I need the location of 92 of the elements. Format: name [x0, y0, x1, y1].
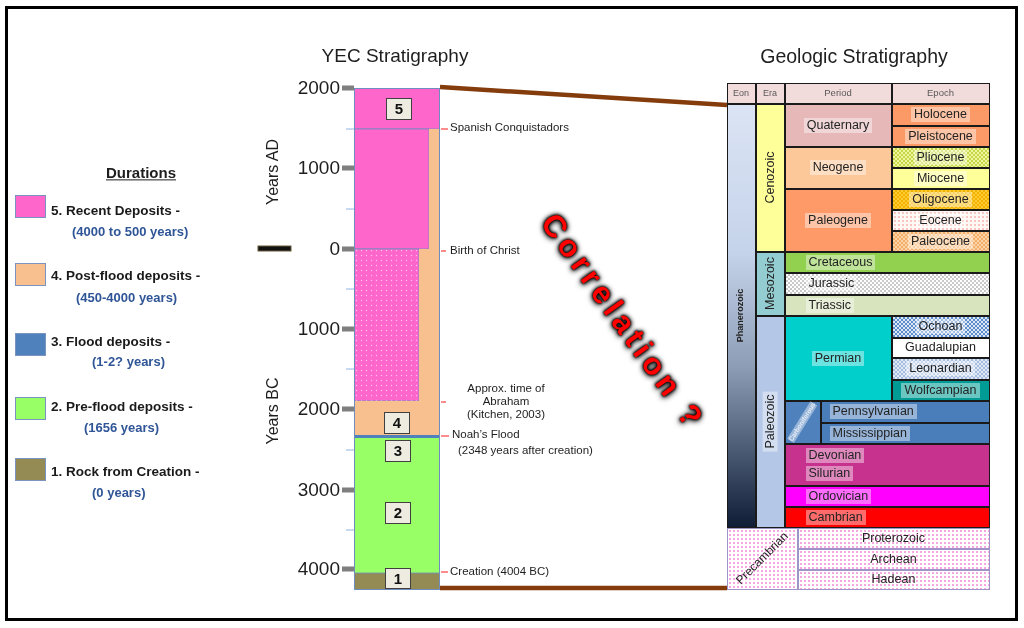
axis-label: 1000 — [297, 318, 340, 340]
geologic-time-table — [727, 83, 990, 590]
stratigraphic-column — [354, 88, 440, 590]
duration-text: (1656 years) — [84, 420, 160, 436]
layer-number-box: 3 — [385, 440, 411, 462]
unit-label: Paleozoic — [762, 391, 778, 452]
duration-text: (4000 to 500 years) — [72, 224, 189, 240]
time-unit-cell — [784, 146, 892, 189]
unit-label: Wolfcampian — [901, 382, 980, 398]
time-unit-cell — [726, 527, 798, 590]
layer-number-box: 4 — [384, 412, 410, 434]
time-unit-cell — [784, 294, 990, 316]
header-cell — [891, 82, 990, 104]
event-label: Spanish Conquistadors — [450, 121, 569, 135]
header-cell — [726, 82, 756, 104]
time-unit-cell — [755, 251, 785, 316]
time-unit-cell — [755, 103, 785, 252]
axis-label: 3000 — [297, 479, 340, 501]
unit-label: Ochoan — [915, 319, 966, 334]
time-unit-cell — [784, 443, 990, 486]
time-unit-cell — [784, 103, 892, 147]
unit-label: Silurian — [805, 466, 854, 481]
time-unit-cell — [784, 272, 990, 295]
axis-label: 1000 — [297, 157, 340, 179]
unit-label: Mississippian — [829, 425, 910, 441]
unit-label: Leonardian — [906, 361, 975, 376]
column-title: YEC Stratigraphy — [321, 45, 469, 67]
unit-label: Ordovician — [805, 488, 872, 504]
unit-label: Proterozoic — [860, 530, 927, 546]
unit-label: Mesozoic — [762, 256, 778, 312]
event-label: Creation (4004 BC) — [450, 565, 550, 579]
correlation-line — [440, 585, 727, 591]
unit-label: Permian — [811, 350, 865, 366]
axis-label: 2000 — [297, 398, 340, 420]
unit-label: Oligocene — [909, 191, 972, 207]
column-header: Eon — [733, 87, 749, 99]
layer-number-box: 1 — [385, 568, 411, 589]
column-header: Epoch — [927, 87, 954, 99]
time-unit-cell — [755, 315, 785, 528]
legend-title: Durations — [106, 164, 176, 182]
unit-label: Miocene — [913, 170, 968, 186]
unit-label: Holocene — [911, 107, 970, 122]
time-unit-cell — [726, 103, 756, 528]
unit-label: Neogene — [809, 160, 867, 175]
time-unit-cell — [784, 315, 892, 401]
time-unit-cell — [784, 506, 990, 528]
unit-label: Guadalupian — [904, 340, 977, 355]
unit-label: Pleistocene — [905, 128, 976, 144]
legend-text: 3. Flood deposits - — [51, 334, 171, 350]
unit-label: Eocene — [916, 212, 965, 228]
duration-text: (450-4000 years) — [76, 290, 178, 306]
unit-label: Paleocene — [907, 233, 974, 249]
duration-text: (1-2? years) — [92, 354, 165, 370]
axis-label: 2000 — [297, 77, 340, 99]
time-unit-cell — [784, 188, 892, 252]
axis-title: Years BC — [263, 377, 282, 445]
unit-label: Archean — [869, 551, 918, 567]
unit-label: Jurassic — [805, 276, 858, 291]
layer-number-box: 5 — [386, 98, 412, 120]
column-title: Geologic Stratigraphy — [760, 44, 948, 68]
unit-label: Triassic — [805, 297, 855, 313]
unit-label: Paleogene — [805, 212, 871, 228]
axis-label: 0 — [329, 238, 340, 260]
correlation-line — [439, 84, 728, 108]
unit-label: Cambrian — [805, 509, 866, 525]
legend-text: 1. Rock from Creation - — [51, 464, 200, 480]
header-cell — [784, 82, 892, 104]
unit-label: Devonian — [805, 448, 865, 463]
event-label: (2348 years after creation) — [458, 444, 593, 458]
unit-label: Pennsylvanian — [829, 404, 917, 419]
column-header: Period — [824, 87, 852, 99]
unit-label: Pliocene — [913, 149, 968, 165]
legend-text: 4. Post-flood deposits - — [51, 268, 201, 284]
unit-label: Quaternary — [803, 117, 873, 133]
event-label: Birth of Christ — [450, 244, 520, 258]
time-unit-cell — [784, 251, 990, 273]
event-label: Approx. time of Abraham (Kitchen, 2003) — [466, 382, 545, 422]
header-cell — [755, 82, 785, 104]
unit-label: Hadean — [870, 572, 917, 587]
unit-label: Cenozoic — [762, 150, 778, 206]
unit-label: Phanerozoic — [735, 287, 747, 345]
time-unit-cell — [784, 485, 990, 507]
legend-text: 5. Recent Deposits - — [51, 203, 181, 219]
column-header: Era — [763, 87, 777, 99]
unit-label: Cretaceous — [805, 254, 876, 270]
legend-text: 2. Pre-flood deposits - — [51, 399, 193, 415]
axis-label: 4000 — [297, 558, 340, 580]
event-label: Noah’s Flood — [452, 428, 520, 442]
duration-text: (0 years) — [92, 485, 146, 501]
axis-title: Years AD — [263, 138, 282, 206]
time-unit-cell — [820, 400, 990, 423]
layer-number-box: 2 — [385, 502, 411, 524]
